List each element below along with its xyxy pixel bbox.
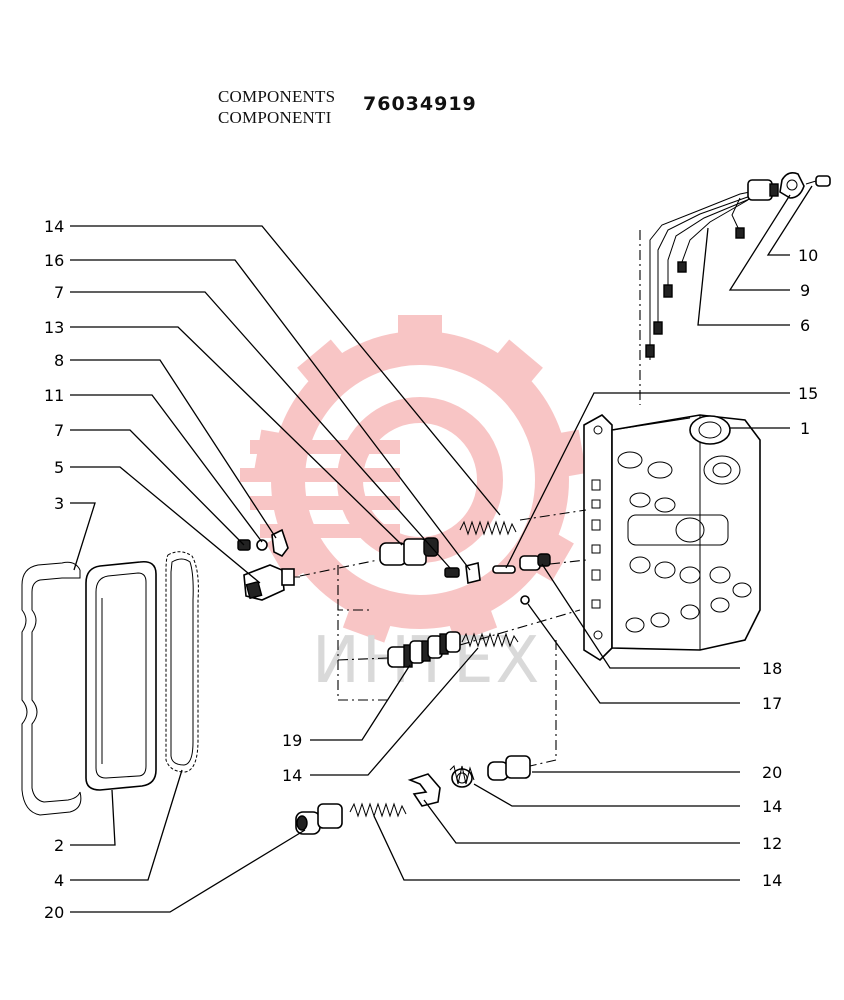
callout-7-lower: 7	[54, 421, 64, 440]
gasket-4	[165, 551, 199, 773]
leader-lines	[70, 185, 813, 913]
callout-18: 18	[762, 659, 782, 678]
ball-17	[520, 595, 530, 605]
spring-14-top	[459, 520, 517, 536]
valve-body-1	[583, 414, 761, 662]
callout-14-top: 14	[44, 217, 64, 236]
flange-9	[779, 172, 805, 199]
pin-15	[492, 553, 551, 574]
screw-7-middle	[444, 562, 481, 584]
callout-8: 8	[54, 351, 64, 370]
callout-1: 1	[800, 419, 810, 438]
callout-16: 16	[44, 251, 64, 270]
callout-10: 10	[798, 246, 818, 265]
cover-2	[85, 560, 157, 791]
callout-7-upper: 7	[54, 283, 64, 302]
callout-17: 17	[762, 694, 782, 713]
callout-4: 4	[54, 871, 64, 890]
callout-labels: 14 16 7 13 8 11 7 5 3 2 4 20 19 14 10 9 …	[44, 217, 818, 922]
title-it: COMPONENTI	[218, 108, 332, 127]
callout-3: 3	[54, 494, 64, 513]
callout-11: 11	[44, 386, 64, 405]
callout-20-bottom: 20	[44, 903, 64, 922]
title-en: COMPONENTS	[218, 87, 336, 106]
callout-13: 13	[44, 318, 64, 337]
plug-20-right	[487, 755, 531, 781]
assembly-lines	[299, 230, 641, 767]
callout-5: 5	[54, 458, 64, 477]
callout-15: 15	[798, 384, 818, 403]
spring-14-bottom	[349, 802, 407, 818]
plug-20-bottom	[295, 803, 343, 835]
spool-19	[387, 631, 461, 668]
callout-6: 6	[800, 316, 810, 335]
callout-9: 9	[800, 281, 810, 300]
clip-12	[407, 773, 441, 807]
callout-12: 12	[762, 834, 782, 853]
callout-2: 2	[54, 836, 64, 855]
spring-14-right	[449, 765, 475, 788]
callout-14-right: 14	[762, 797, 782, 816]
part-number: 76034919	[363, 93, 477, 115]
wiring-harness-6	[645, 179, 779, 360]
callout-20-right: 20	[762, 763, 782, 782]
callout-14-bottom: 14	[762, 871, 782, 890]
solenoid-5	[243, 564, 300, 601]
gasket-3	[21, 561, 82, 816]
watermark-logo	[240, 315, 587, 643]
spring-14-middle	[461, 632, 519, 648]
screw-10	[805, 175, 831, 187]
callout-19: 19	[282, 731, 302, 750]
callout-14-middle: 14	[282, 766, 302, 785]
